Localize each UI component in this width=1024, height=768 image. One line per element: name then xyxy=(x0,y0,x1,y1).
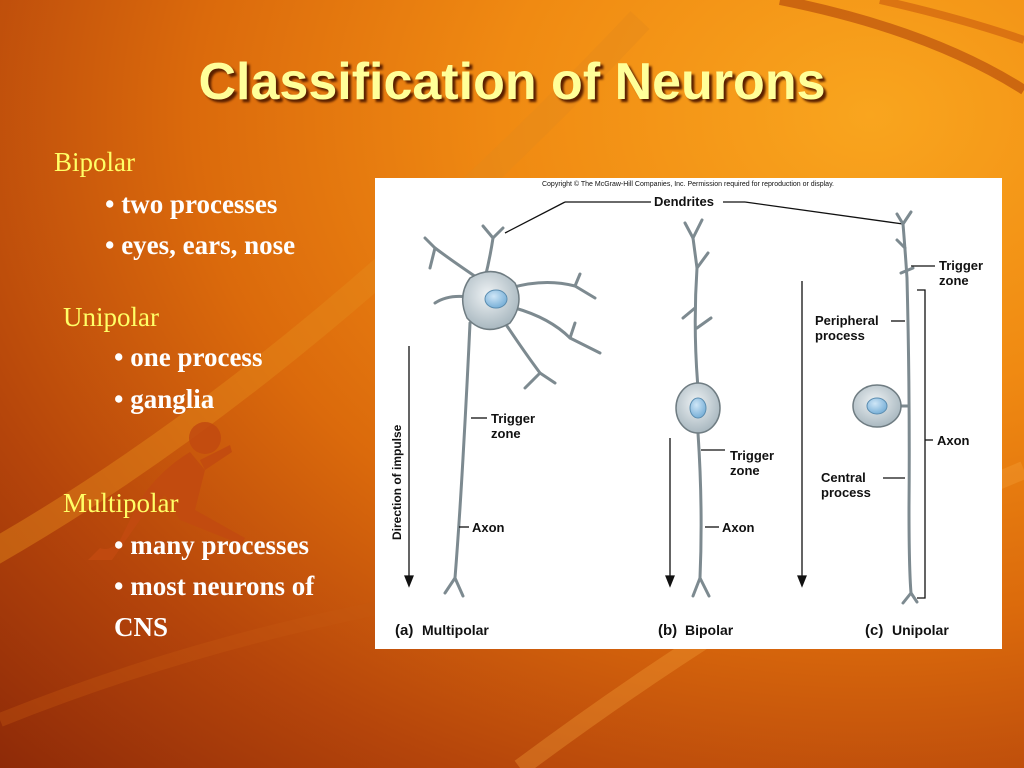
bipolar-bullet-1: • two processes xyxy=(105,189,278,219)
multipolar-heading: Multipolar xyxy=(63,488,179,518)
neuron-diagram: Copyright © The McGraw-Hill Companies, I… xyxy=(375,178,1002,649)
neuron-diagram-svg: Copyright © The McGraw-Hill Companies, I… xyxy=(390,180,983,639)
caption-b-letter: (b) xyxy=(658,622,677,639)
direction-label: Direction of impulse xyxy=(390,424,404,540)
unipolar-axon-label: Axon xyxy=(937,433,970,448)
runner-silhouette xyxy=(88,422,245,560)
bipolar-axon-label: Axon xyxy=(722,520,755,535)
multipolar-bullet-1: • many processes xyxy=(114,530,309,560)
caption-multipolar: Multipolar xyxy=(422,622,489,638)
bipolar-bullet-2: • eyes, ears, nose xyxy=(105,230,296,260)
caption-bipolar: Bipolar xyxy=(685,622,734,638)
multipolar-zone-label: zone xyxy=(491,426,521,441)
unipolar-heading: Unipolar xyxy=(63,302,159,332)
peripheral-label-1: Peripheral xyxy=(815,313,879,328)
copyright-text: Copyright © The McGraw-Hill Companies, I… xyxy=(542,180,834,188)
central-label-2: process xyxy=(821,485,871,500)
multipolar-neuron xyxy=(423,224,602,598)
unipolar-bullet-2: • ganglia xyxy=(114,384,215,414)
peripheral-label-2: process xyxy=(815,328,865,343)
unipolar-neuron xyxy=(852,210,919,605)
unipolar-bullet-1: • one process xyxy=(114,342,263,372)
slide-title: Classification of Neurons xyxy=(198,53,826,111)
multipolar-bullet-3: CNS xyxy=(114,612,169,642)
impulse-arrows xyxy=(404,281,807,588)
bipolar-heading: Bipolar xyxy=(54,147,135,177)
dendrites-label: Dendrites xyxy=(654,194,714,209)
caption-c-letter: (c) xyxy=(865,622,883,639)
unipolar-trigger-label: Trigger xyxy=(939,258,983,273)
central-label-1: Central xyxy=(821,470,866,485)
unipolar-axon-bracket xyxy=(917,289,933,599)
multipolar-trigger-label: Trigger xyxy=(491,411,535,426)
bipolar-trigger-label: Trigger xyxy=(730,448,774,463)
bipolar-zone-label: zone xyxy=(730,463,760,478)
caption-a-letter: (a) xyxy=(395,622,413,639)
unipolar-zone-label: zone xyxy=(939,273,969,288)
caption-unipolar: Unipolar xyxy=(892,622,949,638)
bipolar-neuron xyxy=(675,218,721,598)
dendrites-leaders xyxy=(504,201,904,234)
multipolar-bullet-2: • most neurons of xyxy=(114,571,315,601)
multipolar-axon-label: Axon xyxy=(472,520,505,535)
